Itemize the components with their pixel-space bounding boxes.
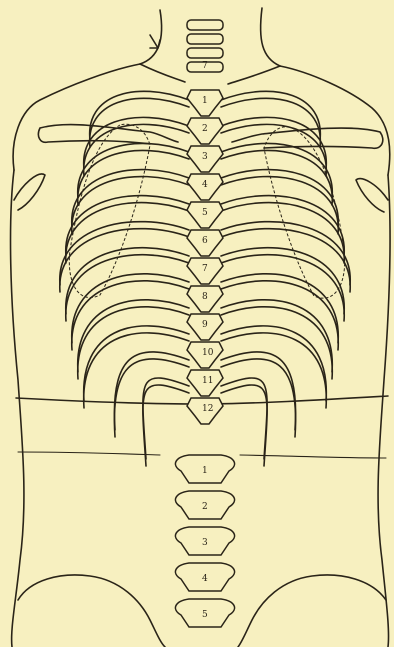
thoracic-label: 3 (202, 152, 208, 162)
thoracic-label: 11 (202, 376, 213, 386)
rib-right (221, 326, 326, 401)
thoracic-label: 8 (202, 292, 208, 302)
cervical-vertebra (187, 34, 223, 44)
right-arm-stub (356, 179, 388, 212)
cervical-vertebra (187, 20, 223, 30)
left-scapular-spine (38, 125, 178, 144)
torso-right-side (378, 175, 390, 647)
rib-right (221, 255, 344, 321)
thoracic-label: 2 (202, 124, 208, 134)
thoracic-label: 10 (202, 348, 214, 358)
lumbar-label: 5 (202, 610, 208, 620)
neck-arrow (150, 35, 160, 48)
torso-left-side (11, 170, 24, 647)
thoracic-label: 5 (202, 208, 208, 218)
rib-left (143, 385, 189, 466)
thoracic-label: 9 (202, 320, 208, 330)
lumbar-label: 3 (202, 538, 208, 548)
rib-left (66, 255, 189, 321)
thoracic-label: 4 (202, 180, 208, 190)
iliac-crest-right (238, 575, 386, 647)
rib-left (78, 150, 189, 205)
rib-right (221, 98, 320, 147)
thoracic-label: 1 (202, 96, 208, 106)
rib-right (221, 150, 332, 205)
rib-left (84, 326, 189, 401)
lumbar-label: 4 (202, 574, 208, 584)
rib-left (78, 143, 189, 198)
rib-right (221, 196, 344, 256)
rib-right (221, 143, 332, 198)
thoracic-label: 6 (202, 236, 208, 246)
iliac-crest-left (18, 575, 165, 647)
thoracic-label: 7 (202, 264, 208, 274)
thoracic-label: 12 (202, 404, 213, 414)
left-arm-stub (14, 174, 45, 210)
right-scapular-spine (232, 128, 383, 148)
rib-right (221, 359, 296, 437)
lumbar-label: 2 (202, 502, 208, 512)
rib-left (66, 196, 189, 256)
neck-right-outline (261, 8, 280, 66)
cervical-vertebra (187, 48, 223, 58)
cervical-label: 7 (202, 61, 208, 71)
lumbar-label: 1 (202, 466, 208, 476)
rib-left (114, 359, 189, 437)
rib-right (221, 385, 267, 466)
